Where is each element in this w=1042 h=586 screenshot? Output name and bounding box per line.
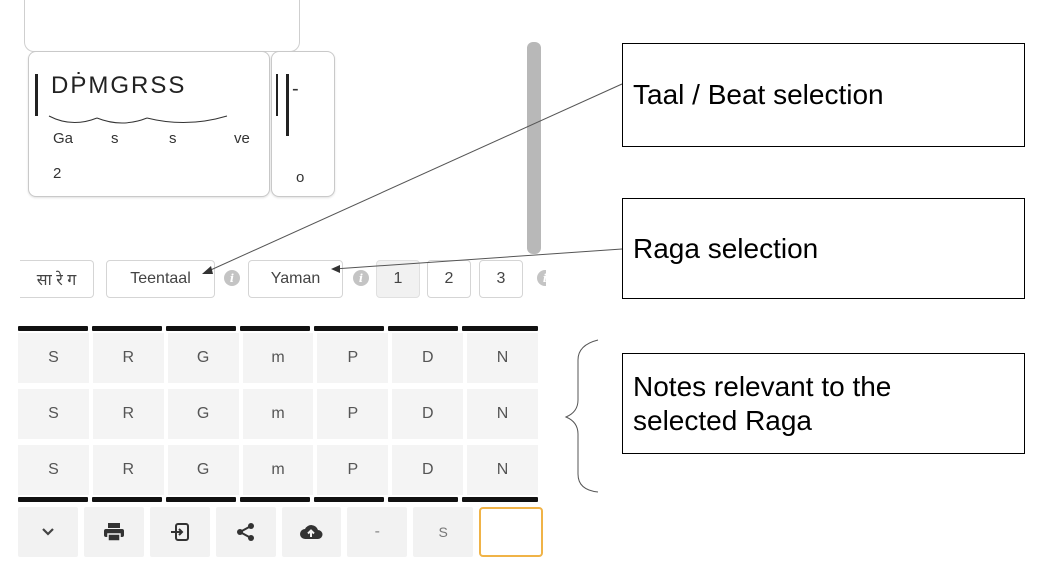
taal-number-label: 3 [496, 270, 506, 287]
cloud-upload-icon[interactable] [281, 507, 342, 557]
note-key[interactable]: G [167, 333, 239, 383]
bottom-action-bar: - S [18, 507, 543, 557]
swara-sequence: DṖMGRSS [51, 72, 187, 99]
lyric-syllable: s [111, 130, 119, 147]
dash-label: - [374, 523, 380, 540]
note-key[interactable]: G [167, 445, 239, 495]
note-row-lower: S R G m P D N [18, 445, 539, 495]
taal-label: Teentaal [130, 270, 191, 287]
share-icon[interactable] [215, 507, 276, 557]
taal-number-label: 2 [444, 270, 454, 287]
s-key[interactable]: S [413, 507, 474, 557]
script-toggle-label: सा रे ग [36, 272, 77, 289]
beat-number: 2 [53, 165, 62, 182]
note-key[interactable]: P [317, 333, 389, 383]
double-bar-line [276, 74, 278, 116]
note-row-middle: S R G m P D N [18, 389, 539, 439]
dash-key[interactable]: - [347, 507, 408, 557]
lyric-syllable: Ga [53, 130, 74, 147]
taal-number-label: 1 [393, 270, 403, 287]
script-toggle-button[interactable]: सा रे ग [20, 260, 94, 298]
double-bar-line [286, 74, 289, 136]
annotation-raga-text: Raga selection [633, 232, 819, 264]
octave-separator [18, 497, 538, 502]
info-icon[interactable]: i [537, 270, 546, 286]
info-icon[interactable]: i [224, 270, 240, 286]
taal-number-3[interactable]: 3 [479, 260, 523, 298]
note-key[interactable]: m [242, 445, 314, 495]
note-key[interactable]: D [392, 389, 464, 439]
taal-number-2[interactable]: 2 [427, 260, 471, 298]
note-row-upper: S R G m P D N [18, 333, 539, 383]
note-key[interactable]: N [467, 333, 539, 383]
raga-label: Yaman [270, 270, 321, 287]
note-key[interactable]: R [92, 389, 164, 439]
notation-card-next[interactable]: - o [271, 51, 335, 197]
note-key[interactable]: P [317, 389, 389, 439]
notation-card[interactable]: DṖMGRSS Ga s s ve 2 [28, 51, 270, 197]
chevron-down-icon[interactable] [18, 507, 78, 557]
bar-line [35, 74, 38, 116]
note-key[interactable]: S [18, 389, 89, 439]
note-key[interactable]: S [18, 333, 89, 383]
note-key[interactable]: R [92, 445, 164, 495]
note-key[interactable]: m [242, 389, 314, 439]
beat-marker: o [296, 169, 305, 186]
lyric-syllable: ve [234, 130, 250, 147]
note-key[interactable]: R [92, 333, 164, 383]
import-icon[interactable] [149, 507, 210, 557]
note-key[interactable]: m [242, 333, 314, 383]
info-icon[interactable]: i [353, 270, 369, 286]
s-key-label: S [438, 524, 448, 540]
annotation-taal: Taal / Beat selection [622, 43, 1025, 147]
note-key[interactable]: N [467, 389, 539, 439]
empty-input-key[interactable] [479, 507, 543, 557]
taal-number-1[interactable]: 1 [376, 260, 420, 298]
note-key[interactable]: S [18, 445, 89, 495]
octave-separator [18, 326, 538, 331]
next-swara: - [292, 78, 299, 100]
meend-curves [48, 115, 228, 124]
note-key[interactable]: N [467, 445, 539, 495]
raga-select-button[interactable]: Yaman [248, 260, 343, 298]
annotation-notes: Notes relevant to the selected Raga [622, 353, 1025, 454]
vertical-scrollbar[interactable] [527, 42, 541, 254]
note-key[interactable]: D [392, 445, 464, 495]
note-key[interactable]: G [167, 389, 239, 439]
note-key[interactable]: D [392, 333, 464, 383]
annotation-notes-text: Notes relevant to the selected Raga [633, 370, 892, 436]
annotation-taal-text: Taal / Beat selection [633, 79, 884, 110]
taal-select-button[interactable]: Teentaal [106, 260, 215, 298]
lyric-syllable: s [169, 130, 177, 147]
print-icon[interactable] [83, 507, 144, 557]
app-viewport: DṖMGRSS Ga s s ve 2 - o सा रे ग Teentaal… [18, 0, 546, 557]
note-key[interactable]: P [317, 445, 389, 495]
annotation-raga: Raga selection [622, 198, 1025, 299]
